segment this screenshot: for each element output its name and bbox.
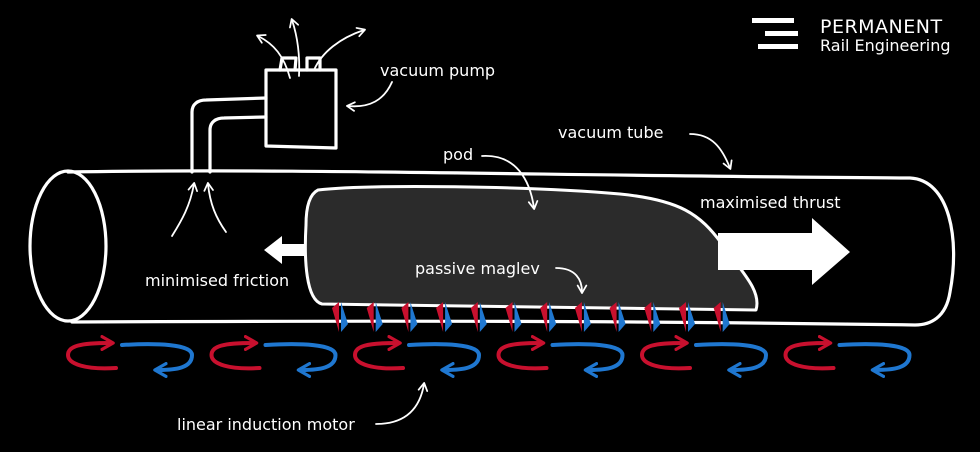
pod-pointer-arrow [481,155,539,210]
passive-maglev-magnets [332,302,730,332]
vacuum-tube-pointer-arrow [689,133,733,170]
magnet-icon [401,302,418,332]
vacuum-tube [28,169,956,327]
magnet-icon [679,302,695,332]
vacuum-pump-label: vacuum pump [380,61,495,80]
magnet-icon [644,302,661,332]
magnet-icon [332,302,348,332]
magnet-icon [470,302,487,332]
magnet-icon [609,302,626,332]
linear-induction-motor-coils [65,335,912,378]
linear-induction-motor-label: linear induction motor [177,415,355,434]
motor-coil-loop [209,335,338,378]
vacuum-pump-pointer-arrow [346,81,393,112]
magnet-icon [574,302,591,332]
linear-induction-motor-pointer-arrow [375,382,429,425]
motor-coil-loop [496,335,625,378]
motor-coil-loop [639,335,769,378]
motor-coil-loop [352,335,482,378]
company-logo: PERMANENT Rail Engineering [752,16,951,55]
maximised-thrust-label: maximised thrust [700,193,841,212]
logo-mark-icon [752,18,798,49]
magnet-icon [366,302,383,332]
motor-coil-loop [783,335,912,378]
magnet-icon [505,302,522,332]
motor-coil-loop [65,335,195,378]
magnet-icon [713,302,730,332]
logo-line-2: Rail Engineering [820,36,951,55]
pod [303,185,759,312]
passive-maglev-pointer-arrow [555,267,588,294]
vacuum-tube-label: vacuum tube [558,123,663,142]
thrust-arrow-icon [718,218,850,285]
tube-opening [28,169,108,323]
magnet-icon [436,302,453,332]
passive-maglev-label: passive maglev [415,259,540,278]
magnet-icon [540,302,557,332]
vacuum-pump [171,18,366,237]
minimised-friction-label: minimised friction [145,271,289,290]
logo-line-1: PERMANENT [820,16,943,38]
friction-arrow-icon [264,236,306,264]
pod-label: pod [443,145,473,164]
